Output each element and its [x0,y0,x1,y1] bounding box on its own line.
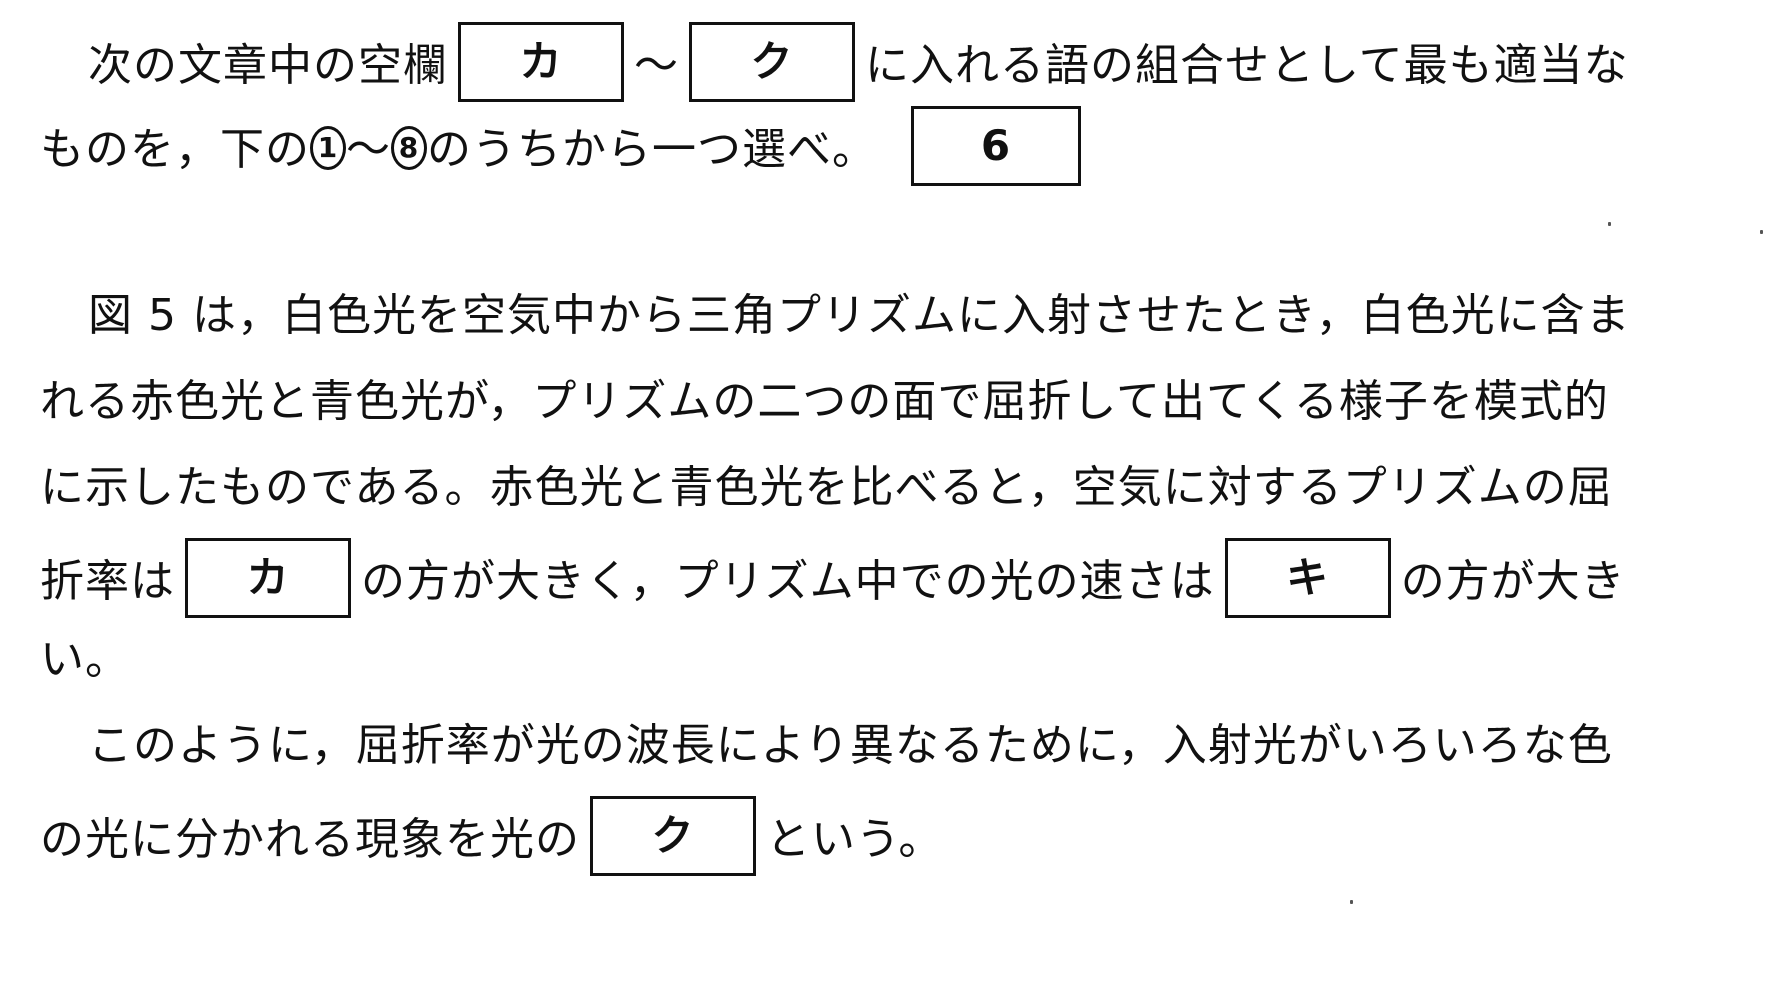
choice-number-8: 8 [391,126,427,170]
scan-speck [1760,230,1763,234]
paragraph-text: の方が大き [1400,556,1626,607]
instruction-text: 次の文章中の空欄 [88,40,448,91]
instruction-line-1: 次の文章中の空欄カ〜クに入れる語の組合せとして最も適当な [88,22,1629,102]
instruction-text: ものを，下の [40,124,310,175]
choice-number-1: 1 [310,126,346,170]
scan-speck [1608,222,1611,226]
paragraph1-line-3: に示したものである。赤色光と青色光を比べると，空気に対するプリズムの屈 [40,462,1613,513]
paragraph2-line-2: の光に分かれる現象を光のクという。 [40,796,944,876]
blank-box-ku: ク [689,22,855,102]
blank-box-ki: キ [1224,538,1391,618]
instruction-text: に入れる語の組合せとして最も適当な [865,40,1629,91]
instruction-text: のうちから一つ選べ。 [427,124,877,175]
paragraph1-line-1: 図 5 は，白色光を空気中から三角プリズムに入射させたとき，白色光に含ま [88,290,1631,341]
paragraph-text: という。 [766,814,944,865]
answer-number-box: 6 [911,106,1081,186]
blank-box-ku: ク [590,796,756,876]
blank-box-ka: カ [458,22,624,102]
tilde: 〜 [634,40,679,91]
paragraph-text: の光に分かれる現象を光の [40,814,580,865]
paragraph1-line-2: れる赤色光と青色光が，プリズムの二つの面で屈折して出てくる様子を模式的 [40,376,1609,427]
paragraph-text: 折率は [40,556,175,607]
paragraph1-line-5: い。 [40,634,130,685]
paragraph-text: の方が大きく，プリズム中での光の速さは [361,556,1215,607]
paragraph2-line-1: このように，屈折率が光の波長により異なるために，入射光がいろいろな色 [88,720,1613,771]
scan-speck [1350,900,1353,904]
tilde: 〜 [346,124,391,175]
paragraph1-line-4: 折率はカの方が大きく，プリズム中での光の速さはキの方が大き [40,538,1626,618]
blank-box-ka: カ [185,538,351,618]
